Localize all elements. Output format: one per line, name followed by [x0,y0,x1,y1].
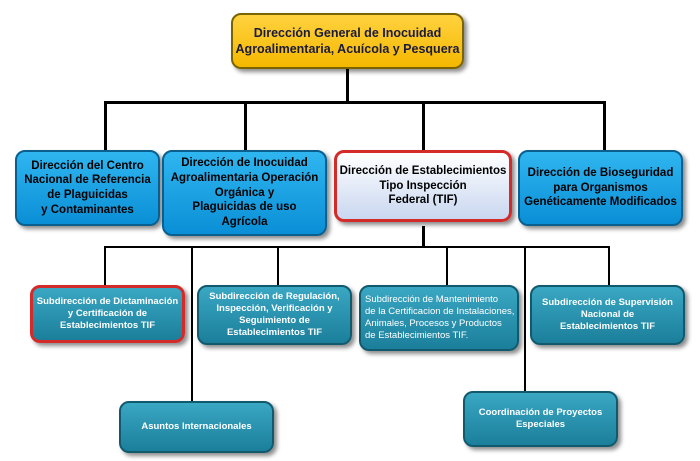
connector-dir2 [244,101,247,151]
connector-sub4 [608,246,610,286]
node-dictaminacion-certificacion: Subdirección de Dictaminación y Certific… [30,285,185,343]
node-asuntos-internacionales: Asuntos Internacionales [119,401,274,453]
node-bioseguridad: Dirección de Bioseguridad para Organismo… [518,150,683,226]
connector-sub1 [104,246,106,286]
node-establecimientos-tif: Dirección de Establecimientos Tipo Inspe… [334,150,512,222]
node-coordinacion-proyectos: Coordinación de Proyectos Especiales [463,391,618,447]
connector-coordinacion [524,246,526,392]
node-supervision-nacional: Subdirección de Supervisión Nacional de … [530,285,685,345]
node-centro-nacional-referencia: Dirección del Centro Nacional de Referen… [15,150,160,226]
connector-level2-bar [104,101,605,104]
node-direccion-general: Dirección General de Inocuidad Agroalime… [231,13,464,69]
connector-sub2 [277,246,279,286]
connector-sub3 [446,246,448,286]
node-regulacion-inspeccion: Subdirección de Regulación, Inspección, … [197,285,352,345]
connector-dir4 [603,101,606,151]
connector-top-down [346,69,349,102]
connector-dir3 [422,101,425,151]
connector-tif-down [422,226,425,248]
node-mantenimiento-certificacion: Subdirección de Mantenimiento de la Cert… [359,285,519,351]
connector-level3-bar [104,246,610,248]
node-inocuidad-agroalimentaria: Dirección de Inocuidad Agroalimentaria O… [162,150,327,236]
connector-dir1 [104,101,107,151]
connector-asuntos [191,246,193,402]
